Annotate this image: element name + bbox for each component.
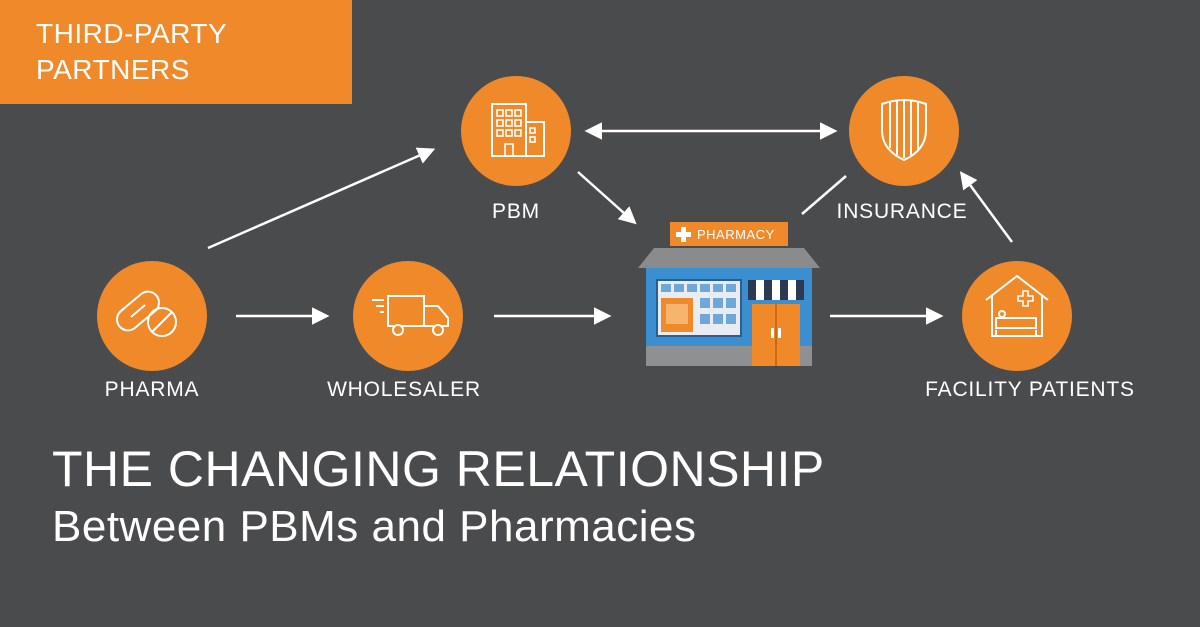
tag-line-2: PARTNERS [36,54,190,85]
cross-icon [676,227,691,242]
headline: THE CHANGING RELATIONSHIP Between PBMs a… [52,440,825,556]
facility-node [962,261,1072,371]
line-insurance-to-pharmacy [801,175,847,215]
house-bed-icon [985,274,1049,337]
headline-subtitle: Between PBMs and Pharmacies [52,502,697,551]
pbm-label: PBM [492,200,540,223]
arrow-pbm-to-pharmacy [577,171,637,225]
facility-patients-label: FACILITY PATIENTS [925,378,1135,401]
tag-line-1: THIRD-PARTY [36,18,228,49]
pbm-node [461,76,571,186]
arrow-pharma-to-pbm [207,147,436,250]
arrow-facility-to-insurance [959,171,1014,243]
pharma-label: PHARMA [104,378,200,401]
awning [748,280,804,300]
pills-icon [116,290,177,337]
shield-icon [881,99,927,162]
wholesaler-node [353,261,463,371]
pharmacy-store [638,222,820,366]
building-icon [491,103,545,157]
third-party-partners-tag: THIRD-PARTY PARTNERS [0,0,352,104]
headline-title: THE CHANGING RELATIONSHIP [52,441,825,497]
pharma-node [97,261,207,371]
wholesaler-label: WHOLESALER [327,378,481,401]
truck-icon [372,295,449,336]
insurance-node [849,76,959,186]
insurance-label: INSURANCE [836,200,968,223]
pharmacy-sign-label: PHARMACY [697,227,775,242]
